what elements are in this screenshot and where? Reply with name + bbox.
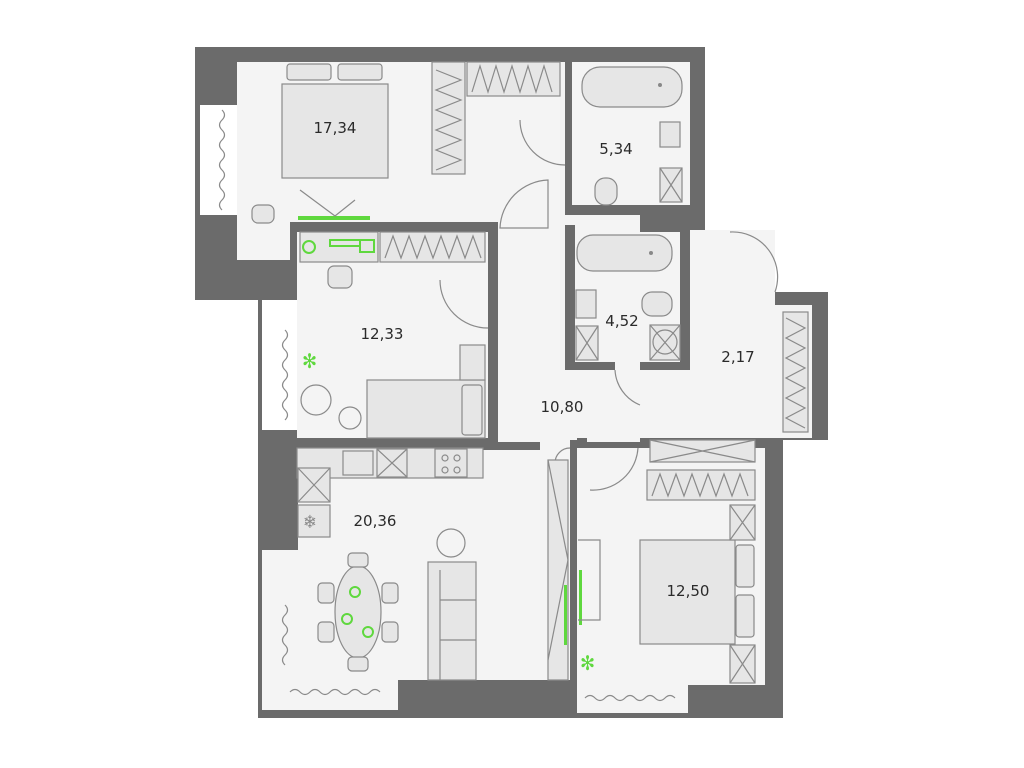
room-area-label: 12,33	[361, 325, 404, 343]
bathtub-2	[575, 234, 681, 361]
armchair: ✻	[300, 349, 362, 430]
curtain-wave	[218, 109, 226, 211]
room-area-label: 10,80	[541, 398, 584, 416]
desk	[299, 231, 379, 289]
room-area-label: 20,36	[354, 512, 397, 530]
dining-table	[317, 552, 399, 672]
room-area-label: 5,34	[599, 140, 632, 158]
wardrobe	[379, 61, 809, 501]
curtain-wave-3	[281, 604, 381, 696]
room-area-label: 2,17	[721, 348, 754, 366]
plant-icon: ✻	[580, 651, 595, 675]
bed-bedroom-3: ✻	[580, 439, 756, 684]
doors	[439, 119, 779, 491]
bathtub-1	[581, 66, 683, 206]
sofa	[427, 528, 477, 681]
room-area-label: 12,50	[667, 582, 710, 600]
wardrobe-corridor	[547, 459, 601, 681]
plant-icon: ✻	[302, 349, 317, 373]
room-area-label: 4,52	[605, 312, 638, 330]
bed-bedroom-1	[281, 63, 389, 179]
curtain-wave-2	[281, 329, 289, 421]
tv-green	[298, 189, 370, 220]
snowflake-icon: ❄	[303, 512, 317, 533]
chair	[251, 204, 275, 224]
room-area-label: 17,34	[314, 119, 357, 137]
watermark: Новострой-М	[836, 709, 1024, 742]
bed-bedroom-2	[366, 344, 486, 439]
curtain-wave-4	[584, 694, 676, 702]
kitchen-counter: ❄	[296, 447, 484, 538]
